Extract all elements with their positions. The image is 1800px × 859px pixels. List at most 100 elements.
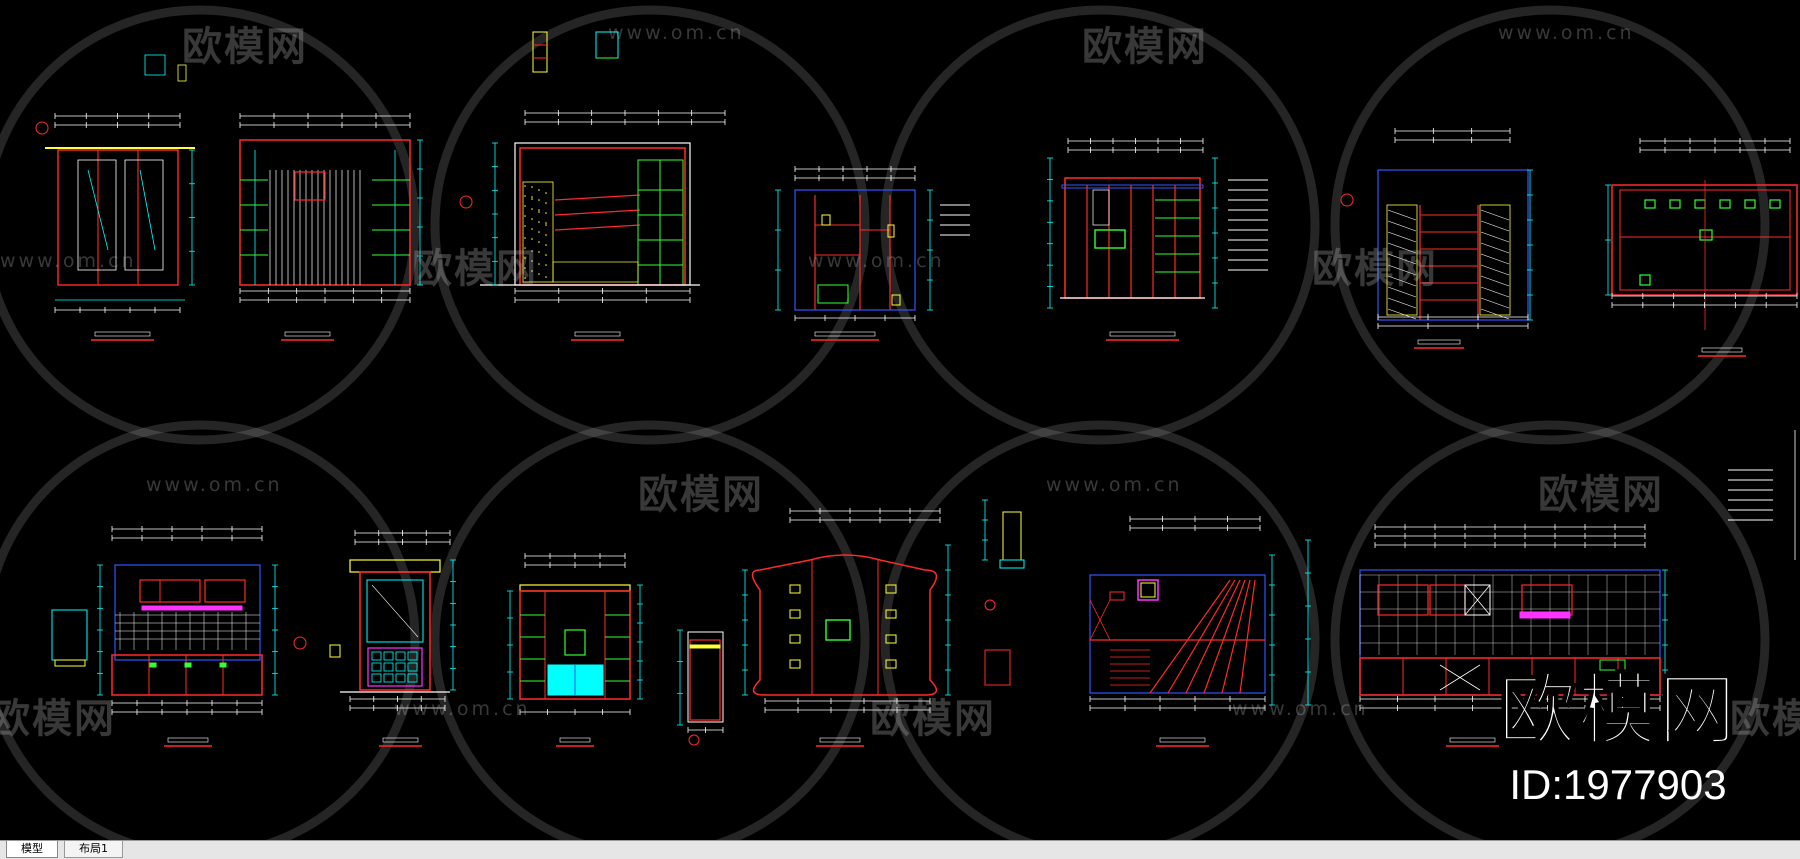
cad-hatch	[545, 234, 547, 236]
cad-rect	[51, 609, 88, 661]
cad-line	[1387, 242, 1417, 254]
cad-hatch	[538, 209, 540, 211]
cad-line	[554, 194, 641, 201]
cad-rect	[1109, 331, 1176, 337]
cad-hatch	[545, 276, 547, 278]
cad-line	[1387, 220, 1417, 232]
cad-hatch	[524, 185, 526, 187]
cad-marker	[459, 195, 473, 209]
cad-line	[1480, 308, 1510, 320]
cad-hatch	[524, 205, 526, 207]
cad-line	[371, 584, 419, 638]
cad-rect	[1137, 579, 1159, 601]
cad-rect	[1159, 737, 1206, 743]
cad-rect	[144, 54, 166, 76]
cad-rect	[514, 142, 691, 286]
cad-rect	[885, 659, 897, 669]
cad-line	[1185, 579, 1241, 694]
cad-rect	[564, 629, 586, 656]
cad-rect	[294, 171, 326, 201]
cad-rect	[1377, 169, 1529, 321]
cad-hatch	[545, 224, 547, 226]
cad-rect	[1599, 659, 1626, 671]
watermark-circle	[880, 5, 1320, 445]
cad-rect	[383, 673, 394, 683]
cad-rect	[817, 284, 849, 304]
cad-line	[1149, 579, 1231, 694]
cad-rect	[407, 673, 418, 683]
cad-rect	[1464, 584, 1491, 616]
cad-line	[1480, 286, 1510, 298]
cad-rect	[1519, 611, 1571, 619]
cad-line	[1089, 599, 1111, 641]
cad-line	[1203, 579, 1246, 694]
cad-rect	[139, 579, 201, 603]
cad-rect	[349, 559, 441, 573]
cad-hatch	[531, 218, 533, 220]
cad-rect	[1089, 574, 1266, 694]
cad-hatch	[524, 237, 526, 239]
cad-rect	[371, 662, 382, 672]
cad-hatch	[524, 225, 526, 227]
cad-rect	[367, 647, 423, 687]
cad-rect	[984, 649, 1011, 686]
cad-rect	[1094, 229, 1126, 249]
cad-hatch	[545, 212, 547, 214]
cad-rect	[1064, 177, 1201, 299]
cad-rect	[184, 662, 192, 668]
cad-hatch	[531, 238, 533, 240]
cad-rect	[1449, 737, 1496, 743]
cad-rect	[789, 584, 801, 594]
cad-line	[1480, 242, 1510, 254]
cad-rect	[689, 644, 721, 649]
cad-line	[1387, 308, 1417, 320]
watermark-circle	[430, 420, 870, 840]
cad-hatch	[538, 263, 540, 265]
cad-rect	[891, 294, 901, 306]
cad-rect	[407, 651, 418, 661]
watermark-circle	[430, 5, 870, 445]
cad-rect	[821, 214, 831, 226]
cad-line	[1239, 579, 1256, 694]
cad-rect	[1694, 199, 1706, 209]
cad-rect	[789, 609, 801, 619]
cad-line	[554, 224, 641, 231]
cad-hatch	[524, 195, 526, 197]
cad-hatch	[545, 264, 547, 266]
cad-line	[1387, 231, 1417, 243]
brand-logo-text: 欧模网	[1497, 666, 1738, 756]
cad-rect	[794, 189, 916, 311]
cad-hatch	[531, 250, 533, 252]
cad-hatch	[531, 270, 533, 272]
model-id: ID:1977903	[1509, 761, 1727, 808]
cad-rect	[1377, 584, 1429, 616]
cad-hatch	[538, 273, 540, 275]
tab-model[interactable]: 模型	[6, 841, 58, 858]
cad-hatch	[524, 215, 526, 217]
cad-rect	[532, 31, 548, 73]
cad-rect	[1644, 199, 1656, 209]
cad-hatch	[545, 222, 547, 224]
cad-rect	[219, 662, 227, 668]
cad-rect	[1701, 347, 1743, 353]
cad-rect	[1109, 591, 1125, 601]
cad-rect	[789, 634, 801, 644]
cad-rect	[382, 737, 419, 743]
cad-rect	[1417, 339, 1461, 345]
cad-line	[1480, 297, 1510, 309]
cad-hatch	[531, 196, 533, 198]
cad-rect	[519, 584, 631, 592]
cad-rect	[559, 737, 591, 743]
cad-rect	[94, 331, 151, 337]
cad-line	[139, 169, 156, 251]
cad-rect	[395, 651, 406, 661]
cad-line	[1167, 579, 1236, 694]
tab-layout-1[interactable]: 布局1	[64, 841, 123, 858]
brand-overlay: 欧模网 ID:1977903	[1497, 666, 1738, 810]
cad-rect	[167, 737, 209, 743]
cad-model-space[interactable]: 欧模网 www.om.cn 欧模网 www.om.cn www.om.cn 欧模…	[0, 0, 1800, 840]
cad-rect	[1639, 274, 1651, 286]
cad-rect	[1386, 204, 1418, 316]
cad-rect	[689, 639, 721, 721]
cad-line	[1387, 286, 1417, 298]
